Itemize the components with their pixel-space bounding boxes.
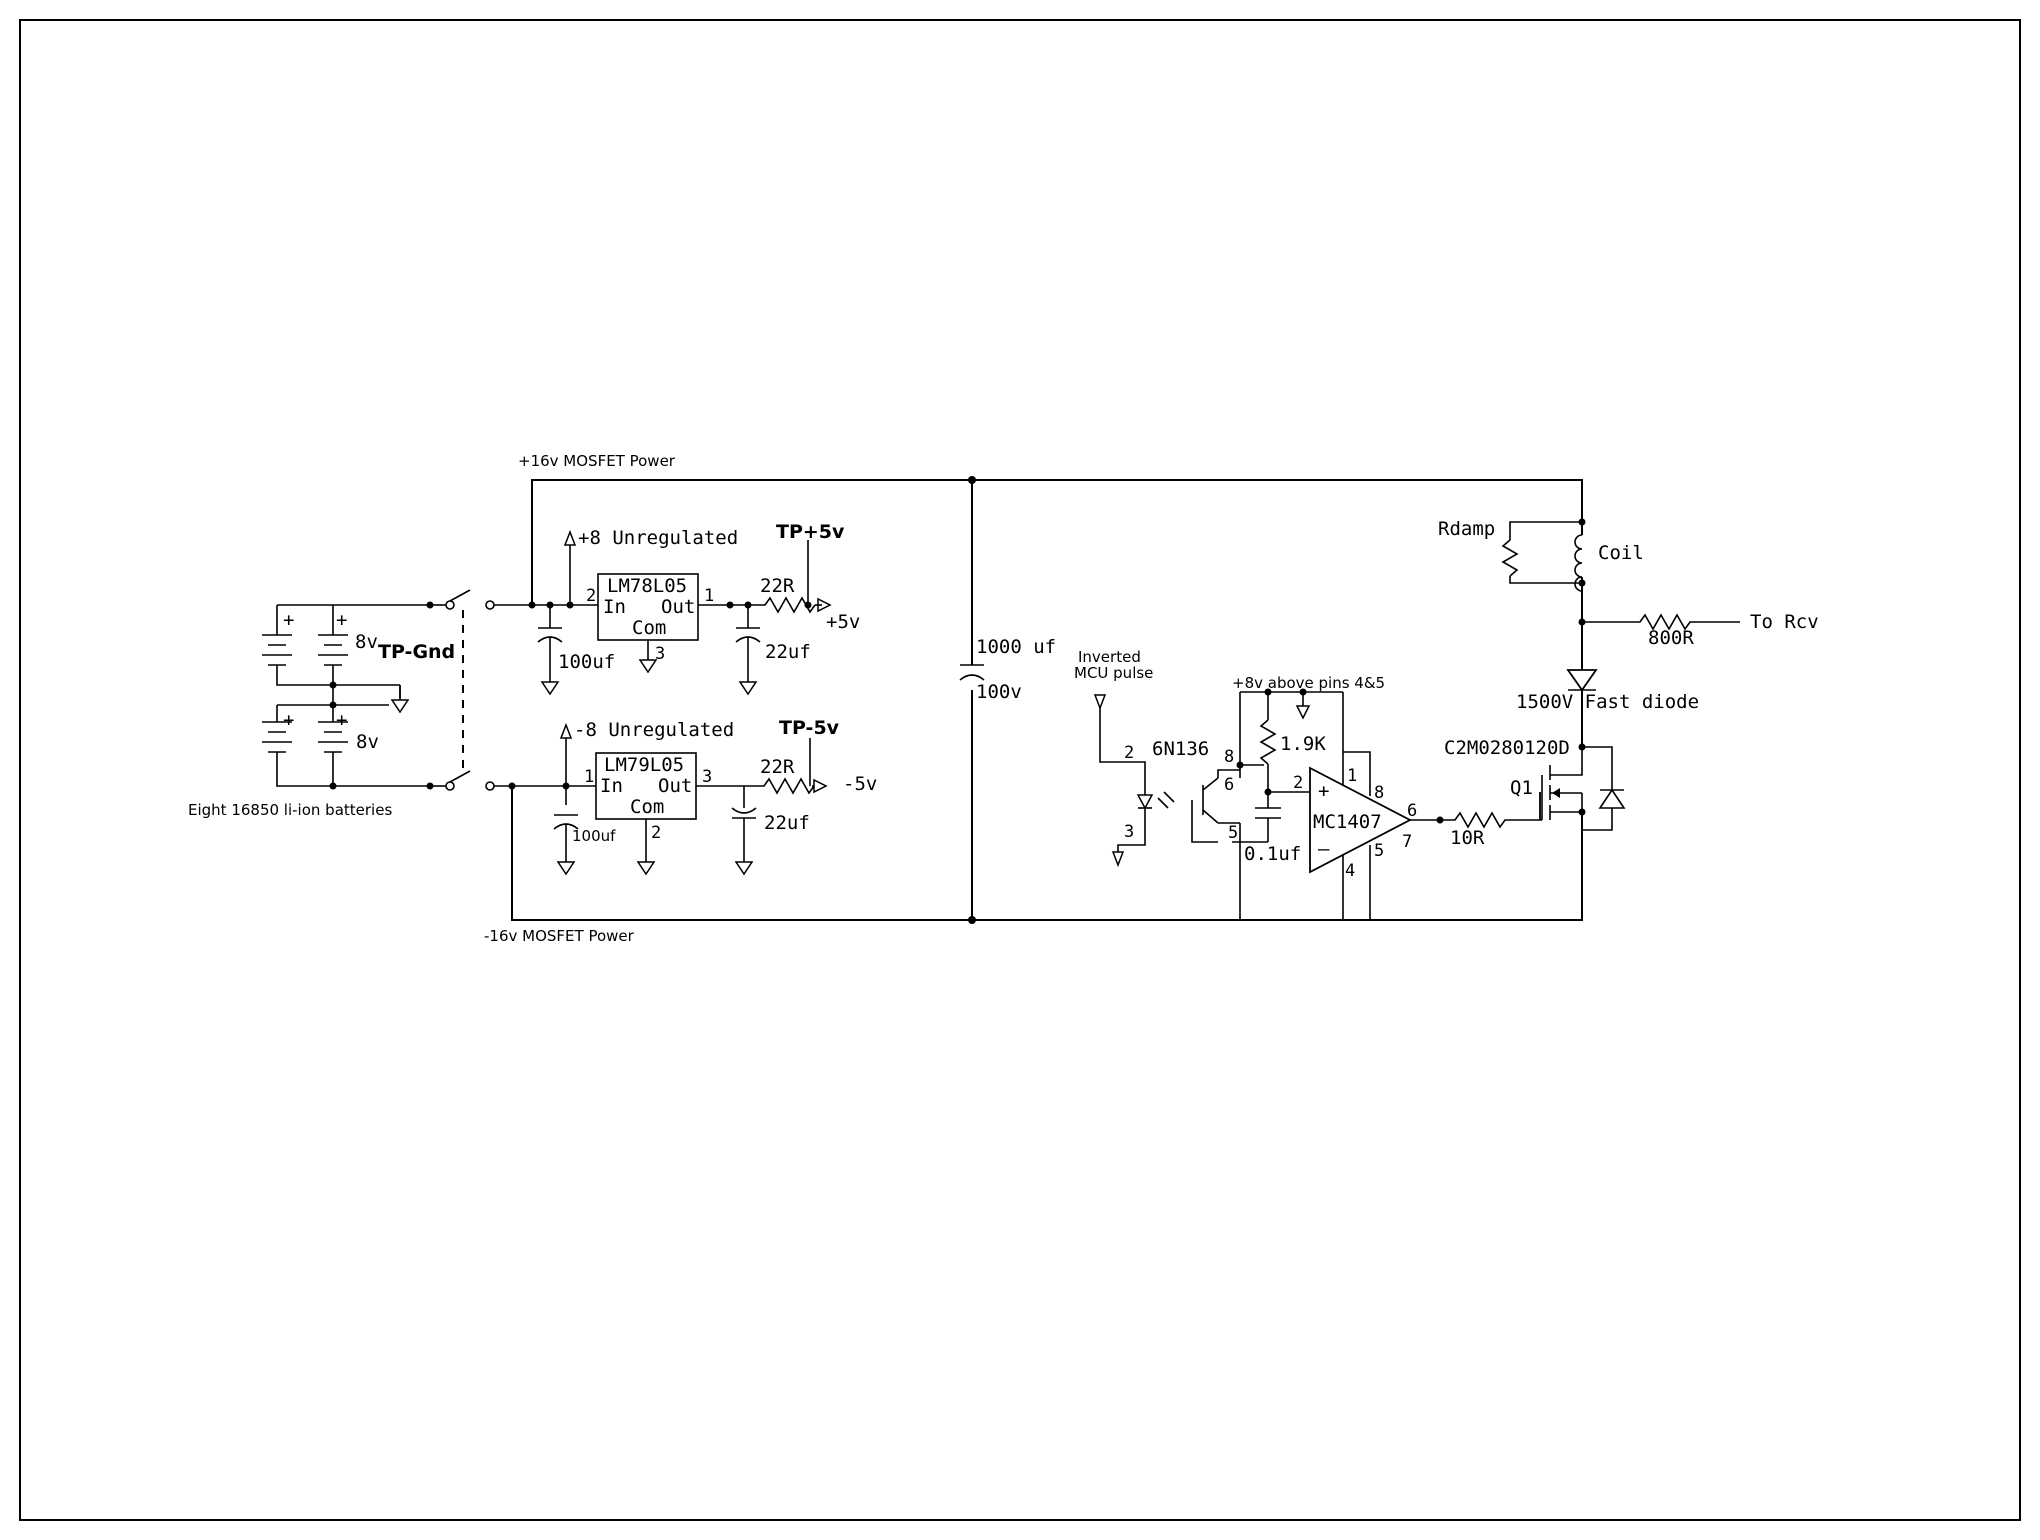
battery-caption: Eight 16850 li-ion batteries xyxy=(188,801,392,819)
driver-ic-minus: – xyxy=(1318,838,1330,860)
gate-resistor-label: 10R xyxy=(1450,827,1485,849)
bulk-cap-value: 1000 uf xyxy=(976,636,1056,658)
opto-pin-2: 2 xyxy=(1124,743,1134,763)
neg-reg-pinnum-com: 2 xyxy=(651,823,661,843)
pos-reg-pin-in: In xyxy=(603,596,626,618)
battery-pack xyxy=(262,601,434,790)
opto-name: 6N136 xyxy=(1152,738,1209,760)
positive-regulator-circuit xyxy=(528,529,832,696)
neg-cap-out-label: 22uf xyxy=(764,812,810,834)
driver-ic-pin-7: 7 xyxy=(1402,832,1412,852)
battery-voltage-top: 8v xyxy=(355,631,378,653)
diode-label: 1500V Fast diode xyxy=(1516,691,1699,713)
driver-ic-plus: + xyxy=(1318,780,1329,802)
driver-ic-pin-5: 5 xyxy=(1374,841,1384,861)
battery-plus-3: + xyxy=(283,709,294,731)
power-rails xyxy=(511,476,1583,924)
mcu-input-label-1: Inverted xyxy=(1078,648,1141,666)
pos-reg-pinnum-com: 3 xyxy=(655,644,665,664)
opto-pin-3: 3 xyxy=(1124,822,1134,842)
driver-supply-note: +8v above pins 4&5 xyxy=(1232,674,1385,692)
driver-ic-name: MC1407 xyxy=(1313,811,1382,833)
neg-unreg-label: -8 Unregulated xyxy=(574,719,734,741)
driver-ic-pin-2: 2 xyxy=(1293,773,1303,793)
pos-regulator-name: LM78L05 xyxy=(607,575,687,597)
negative-regulator-circuit xyxy=(508,722,828,876)
ground-symbol-tp-gnd xyxy=(390,685,410,714)
driver-ic-pin-1: 1 xyxy=(1347,766,1357,786)
pos-reg-pinnum-out: 1 xyxy=(704,586,714,606)
decouple-cap-label: 0.1uf xyxy=(1244,843,1301,865)
pullup-label: 1.9K xyxy=(1280,733,1326,755)
tp-minus5v-label: TP-5v xyxy=(779,717,840,739)
neg-reg-pin-com: Com xyxy=(630,796,664,818)
rx-resistor-label: 800R xyxy=(1648,627,1694,649)
rdamp-label: Rdamp xyxy=(1438,518,1495,540)
neg-reg-pin-in: In xyxy=(600,775,623,797)
bulk-capacitor xyxy=(959,664,985,681)
driver-ic-pin-4: 4 xyxy=(1345,861,1355,881)
power-switch[interactable] xyxy=(430,589,532,791)
battery-voltage-bottom: 8v xyxy=(356,731,379,753)
tp-plus5v-label: TP+5v xyxy=(776,521,845,543)
opto-pin-8: 8 xyxy=(1224,747,1234,767)
pos-reg-pinnum-in: 2 xyxy=(586,586,596,606)
neg-reg-pinnum-out: 3 xyxy=(702,767,712,787)
pos-cap-in-label: 100uf xyxy=(558,651,615,673)
pos-reg-pin-out: Out xyxy=(661,596,695,618)
plus5v-output-label: +5v xyxy=(826,611,860,633)
opto-pin-6: 6 xyxy=(1224,775,1234,795)
neg-regulator-name: LM79L05 xyxy=(604,754,684,776)
sheet-border xyxy=(19,19,2021,1521)
bottom-rail-label: -16v MOSFET Power xyxy=(484,927,635,945)
mosfet-q-label: Q1 xyxy=(1510,777,1533,799)
neg-resistor-label: 22R xyxy=(760,756,795,778)
mcu-input-label-2: MCU pulse xyxy=(1074,664,1153,682)
battery-plus-4: + xyxy=(336,709,347,731)
tp-gnd-label: TP-Gnd xyxy=(378,641,455,663)
neg-reg-pinnum-in: 1 xyxy=(584,767,594,787)
top-rail-label: +16v MOSFET Power xyxy=(518,452,676,470)
to-rcv-label: To Rcv xyxy=(1750,611,1819,633)
pos-cap-out-label: 22uf xyxy=(765,641,811,663)
battery-plus-1: + xyxy=(283,609,294,631)
coil-label: Coil xyxy=(1598,542,1644,564)
mosfet-part-label: C2M0280120D xyxy=(1444,737,1570,759)
pos-unreg-label: +8 Unregulated xyxy=(578,527,738,549)
neg-reg-pin-out: Out xyxy=(658,775,692,797)
opto-pin-5: 5 xyxy=(1228,823,1238,843)
output-stage xyxy=(1501,518,1740,840)
pos-reg-pin-com: Com xyxy=(632,617,666,639)
driver-ic-pin-6: 6 xyxy=(1407,801,1417,821)
pos-resistor-label: 22R xyxy=(760,575,795,597)
minus5v-output-label: -5v xyxy=(843,773,877,795)
driver-ic-pin-8: 8 xyxy=(1374,783,1384,803)
neg-cap-in-label: 100uf xyxy=(572,827,616,845)
battery-plus-2: + xyxy=(336,609,347,631)
gate-driver-circuit xyxy=(1093,688,1541,920)
bulk-cap-voltage: 100v xyxy=(976,681,1022,703)
